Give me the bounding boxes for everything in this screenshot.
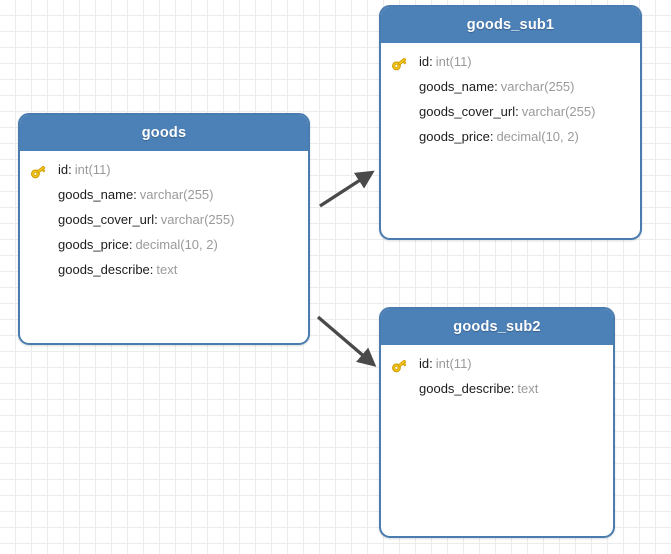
- column-name: goods_price: [419, 129, 490, 144]
- table-row[interactable]: id:int(11): [381, 49, 640, 74]
- column-separator: :: [68, 162, 72, 177]
- column-type: varchar(255): [139, 187, 214, 202]
- column-separator: :: [515, 104, 519, 119]
- table-columns-goods-sub1: id:int(11) goods_name:varchar(255) goods…: [381, 43, 640, 149]
- table-columns-goods-sub2: id:int(11) goods_describe:text: [381, 345, 613, 401]
- column-name: id: [58, 162, 69, 177]
- column-type: text: [156, 262, 178, 277]
- table-row[interactable]: goods_name:varchar(255): [381, 74, 640, 99]
- column-type: int(11): [435, 54, 472, 69]
- table-row[interactable]: goods_cover_url:varchar(255): [381, 99, 640, 124]
- column-type: varchar(255): [500, 79, 575, 94]
- column-separator: :: [149, 262, 154, 277]
- table-row[interactable]: id:int(11): [381, 351, 613, 376]
- column-separator: :: [494, 79, 498, 94]
- column-type: decimal(10, 2): [135, 237, 218, 252]
- column-separator: :: [429, 54, 433, 69]
- table-row[interactable]: goods_price:decimal(10, 2): [381, 124, 640, 149]
- table-node-goods-sub2[interactable]: goods_sub2 id:int(11) goods_de: [379, 307, 615, 538]
- table-row[interactable]: goods_cover_url:varchar(255): [20, 207, 308, 232]
- table-row[interactable]: goods_describe:text: [381, 376, 613, 401]
- column-name: goods_cover_url: [419, 104, 516, 119]
- column-separator: :: [133, 187, 137, 202]
- column-type: decimal(10, 2): [496, 129, 579, 144]
- table-row[interactable]: goods_describe:text: [20, 257, 308, 282]
- relationship-arrow-goods-to-goods-sub2: [316, 315, 377, 367]
- primary-key-icon: [391, 54, 408, 71]
- column-separator: :: [489, 129, 494, 144]
- column-type: varchar(255): [521, 104, 596, 119]
- column-name: goods_cover_url: [58, 212, 155, 227]
- column-separator: :: [154, 212, 158, 227]
- table-row[interactable]: goods_name:varchar(255): [20, 182, 308, 207]
- table-title-goods-sub1: goods_sub1: [381, 7, 640, 43]
- table-node-goods[interactable]: goods id:int(11) goods_name:va: [18, 113, 310, 345]
- primary-key-icon: [391, 356, 408, 373]
- column-name: id: [419, 54, 430, 69]
- table-node-goods-sub1[interactable]: goods_sub1 id:int(11) goods_na: [379, 5, 642, 240]
- table-title-goods-sub2: goods_sub2: [381, 309, 613, 345]
- column-type: int(11): [435, 356, 472, 371]
- column-separator: :: [429, 356, 433, 371]
- column-type: int(11): [74, 162, 111, 177]
- column-name: id: [419, 356, 430, 371]
- column-type: text: [517, 381, 539, 396]
- relationship-arrow-goods-to-goods-sub1: [319, 170, 375, 208]
- table-row[interactable]: goods_price:decimal(10, 2): [20, 232, 308, 257]
- column-name: goods_price: [58, 237, 129, 252]
- column-name: goods_name: [58, 187, 134, 202]
- column-name: goods_describe: [419, 381, 511, 396]
- table-columns-goods: id:int(11) goods_name:varchar(255) goods…: [20, 151, 308, 282]
- column-type: varchar(255): [160, 212, 235, 227]
- primary-key-icon: [30, 162, 47, 179]
- column-name: goods_describe: [58, 262, 150, 277]
- table-row[interactable]: id:int(11): [20, 157, 308, 182]
- table-title-goods: goods: [20, 115, 308, 151]
- column-name: goods_name: [419, 79, 495, 94]
- column-separator: :: [510, 381, 515, 396]
- column-separator: :: [128, 237, 133, 252]
